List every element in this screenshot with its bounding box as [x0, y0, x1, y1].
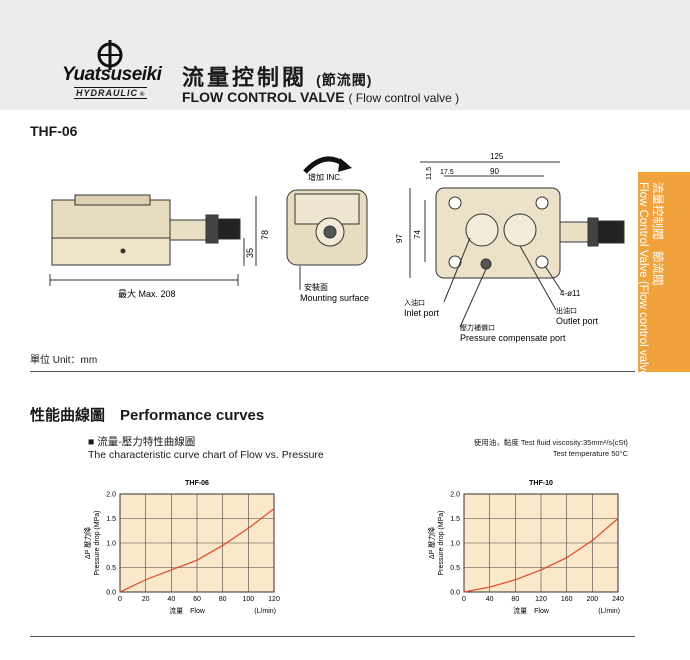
y-tick-label: 2.0	[106, 492, 116, 499]
label-mounting-en: Mounting surface	[300, 293, 369, 303]
chart-title: THF-10	[529, 480, 553, 487]
test-fluid: 使用油，黏度 Test fluid viscosity:35mm²/s{cSt}	[473, 438, 628, 447]
page-title-zh: 流量控制閥 (節流閥)	[182, 65, 373, 90]
x-tick-label: 20	[142, 596, 150, 603]
dim-90: 90	[490, 167, 499, 176]
dim-97: 97	[395, 234, 404, 243]
dim-35: 35	[245, 248, 255, 258]
unit-label: 單位 Unit：mm	[30, 355, 98, 366]
x-tick-label: 120	[535, 596, 547, 603]
x-axis-label: 流量 Flow	[169, 606, 206, 615]
brand-sub: HYDRAULIC®	[74, 87, 148, 99]
series-line	[463, 518, 619, 593]
x-axis-label: 流量 Flow	[513, 606, 550, 615]
side-view	[286, 189, 368, 266]
dim-17-5: 17.5	[440, 169, 454, 176]
dimension-drawing: 最大 Max. 208 78 35 增加 INC. 安裝面 Mounting s…	[49, 152, 625, 343]
label-holes: 4-ø11	[560, 289, 581, 298]
x-tick-label: 240	[612, 596, 624, 603]
label-outlet-zh: 出油口	[556, 306, 577, 315]
dim-74: 74	[413, 230, 422, 239]
y-tick-label: 1.0	[106, 541, 116, 548]
y-tick-label: 1.5	[450, 516, 460, 523]
test-conditions: 使用油，黏度 Test fluid viscosity:35mm²/s{cSt}…	[474, 437, 628, 459]
test-temp: Test temperature 50°C	[552, 449, 628, 458]
dim-max-length: 最大 Max. 208	[118, 288, 176, 299]
side-tab	[638, 172, 690, 372]
x-axis-unit: (L/min)	[598, 608, 620, 615]
chart-thf-06: THF-06 0 20 40 60 80 100 120 0.0 0.5 1.0 1.5 2.0 流量 F…	[83, 480, 280, 615]
page-title-en: FLOW CONTROL VALVE ( Flow control valve …	[182, 89, 460, 105]
label-comp-en: Pressure compensate port	[460, 333, 566, 343]
divider-bottom	[30, 636, 635, 637]
x-tick-label: 100	[242, 596, 254, 603]
y-axis-label-en: Pressure drop (MPa)	[438, 511, 445, 576]
model-code: THF-06	[30, 123, 78, 139]
x-tick-label: 40	[167, 596, 175, 603]
brand-symbol-icon	[97, 40, 123, 70]
x-tick-label: 160	[561, 596, 573, 603]
chart-thf-10: THF-10 0 40 80 120 160 200 240 0.0 0.5 1.0 1.5 2.0 流量…	[427, 480, 624, 615]
y-tick-label: 0.5	[450, 565, 460, 572]
label-inc: 增加 INC.	[308, 172, 342, 182]
y-axis-label-en: Pressure drop (MPa)	[94, 511, 101, 576]
x-tick-label: 200	[586, 596, 598, 603]
label-inlet-en: Inlet port	[404, 308, 440, 318]
performance-title: 性能曲線圖 Performance curves	[30, 407, 265, 424]
brand-name: Yuatsuseiki	[62, 64, 162, 85]
y-tick-label: 0.5	[106, 565, 116, 572]
dim-78: 78	[260, 230, 270, 240]
x-tick-label: 0	[118, 596, 122, 603]
y-tick-label: 1.0	[450, 541, 460, 548]
label-mounting-zh: 安裝面	[304, 282, 328, 292]
x-tick-label: 0	[462, 596, 466, 603]
label-comp-zh: 壓力補償口	[460, 323, 495, 332]
y-tick-label: 1.5	[106, 516, 116, 523]
x-tick-label: 80	[219, 596, 227, 603]
header-band: Yuatsuseiki HYDRAULIC® 流量控制閥 (節流閥) FLOW …	[0, 0, 690, 110]
curve-title-en: The characteristic curve chart of Flow v…	[88, 449, 324, 461]
label-outlet-en: Outlet port	[556, 316, 599, 326]
y-axis-label: ΔP 壓力降	[427, 527, 436, 559]
y-tick-label: 0.0	[106, 590, 116, 597]
label-inlet-zh: 入油口	[404, 298, 425, 307]
x-axis-unit: (L/min)	[254, 608, 276, 615]
divider-top	[30, 371, 635, 372]
dim-11-5: 11.5	[426, 167, 433, 180]
x-tick-label: 120	[268, 596, 280, 603]
y-tick-label: 2.0	[450, 492, 460, 499]
front-view	[51, 194, 241, 266]
y-tick-label: 0.0	[450, 590, 460, 597]
x-tick-label: 40	[486, 596, 494, 603]
x-tick-label: 60	[193, 596, 201, 603]
curve-title: ■ 流量-壓力特性曲線圖 The characteristic curve ch…	[88, 436, 324, 462]
y-axis-label: ΔP 壓力降	[83, 527, 92, 559]
chart-title: THF-06	[185, 480, 209, 487]
curve-title-zh: ■ 流量-壓力特性曲線圖	[88, 436, 196, 448]
x-tick-label: 80	[511, 596, 519, 603]
dim-125: 125	[490, 152, 504, 161]
series-line	[119, 508, 275, 593]
top-view	[435, 187, 625, 279]
